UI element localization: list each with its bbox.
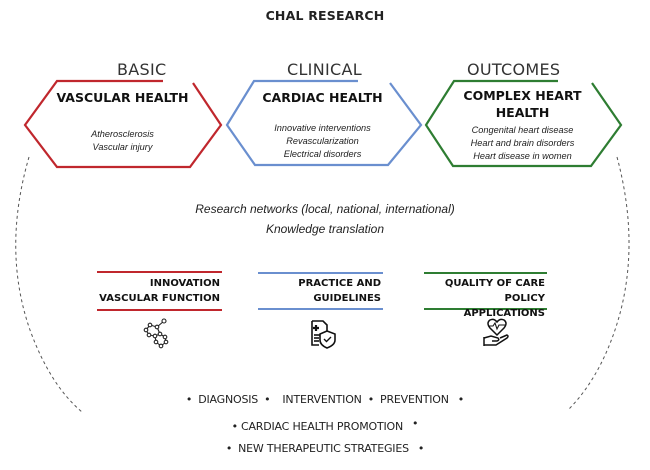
research-topic: Heart disease in women — [473, 151, 572, 161]
heading-line: HEALTH — [495, 105, 550, 120]
right-dashed-arc — [567, 156, 630, 411]
heading-line: COMPLEX HEART — [463, 88, 582, 103]
category-label-clinical: CLINICAL — [287, 60, 362, 79]
pillar-line: INNOVATION — [149, 278, 220, 289]
outcome-item: NEW THERAPEUTIC STRATEGIES — [238, 442, 409, 455]
left-dashed-arc — [15, 156, 83, 413]
hexagon-outcomes-heading: COMPLEX HEART HEALTH — [440, 87, 605, 121]
hexagon-basic-heading: VASCULAR HEALTH — [56, 90, 189, 105]
category-label-outcomes: OUTCOMES — [467, 60, 561, 79]
outcome-item: CARDIAC HEALTH PROMOTION — [240, 420, 404, 433]
center-text: Research networks (local, national, inte… — [0, 199, 650, 239]
research-topic: Atherosclerosis — [91, 129, 154, 139]
molecule-icon — [143, 318, 169, 349]
bullet: • — [264, 393, 271, 406]
hexagon-basic-items: Atherosclerosis Vascular injury — [40, 128, 205, 154]
diagram-title: CHAL RESEARCH — [265, 8, 385, 23]
bullet: • — [412, 417, 419, 430]
research-topic: Electrical disorders — [283, 149, 362, 159]
hexagon-clinical-items: Innovative interventions Revascularizati… — [240, 122, 405, 161]
pillar-innovation: INNOVATION VASCULAR FUNCTION — [97, 276, 220, 306]
pillar-line: GUIDELINES — [313, 293, 381, 304]
pillar-line: QUALITY OF CARE — [444, 278, 545, 289]
pillar-line: PRACTICE AND — [298, 278, 381, 289]
knowledge-translation-text: Knowledge translation — [265, 222, 385, 236]
hexagon-outcomes — [424, 79, 623, 168]
outcome-item: PREVENTION — [380, 393, 449, 406]
pillar-line: VASCULAR FUNCTION — [99, 293, 220, 304]
outcomes-row-1: • DIAGNOSIS • INTERVENTION • PREVENTION • — [0, 393, 650, 406]
bullet: • — [367, 393, 375, 406]
outcomes-row-2: •CARDIAC HEALTH PROMOTION• — [0, 417, 650, 433]
category-label-basic: BASIC — [117, 60, 167, 79]
bullet: • — [225, 442, 233, 455]
research-networks-text: Research networks (local, national, inte… — [195, 202, 455, 216]
pillar-quality: QUALITY OF CARE POLICY APPLICATIONS — [424, 276, 545, 321]
hexagon-basic — [23, 79, 223, 169]
pillar-line: POLICY APPLICATIONS — [463, 293, 545, 319]
research-topic: Congenital heart disease — [471, 125, 574, 135]
hexagon-clinical — [225, 79, 423, 167]
research-topic: Revascularization — [286, 136, 359, 146]
bullet: • — [417, 442, 425, 455]
research-topic: Innovative interventions — [274, 123, 371, 133]
document-shield-icon — [311, 320, 336, 349]
outcome-item: INTERVENTION — [282, 393, 362, 406]
bullet: • — [185, 393, 193, 406]
outcomes-row-3: • NEW THERAPEUTIC STRATEGIES • — [0, 442, 650, 455]
hexagon-outcomes-items: Congenital heart disease Heart and brain… — [440, 124, 605, 163]
bullet: • — [457, 393, 465, 406]
research-topic: Vascular injury — [92, 142, 153, 152]
outcome-item: DIAGNOSIS — [198, 393, 259, 406]
research-topic: Heart and brain disorders — [470, 138, 575, 148]
heart-hand-icon — [483, 318, 509, 346]
bullet: • — [231, 420, 239, 433]
pillar-practice: PRACTICE AND GUIDELINES — [258, 276, 381, 306]
hexagon-clinical-heading: CARDIAC HEALTH — [262, 90, 383, 105]
